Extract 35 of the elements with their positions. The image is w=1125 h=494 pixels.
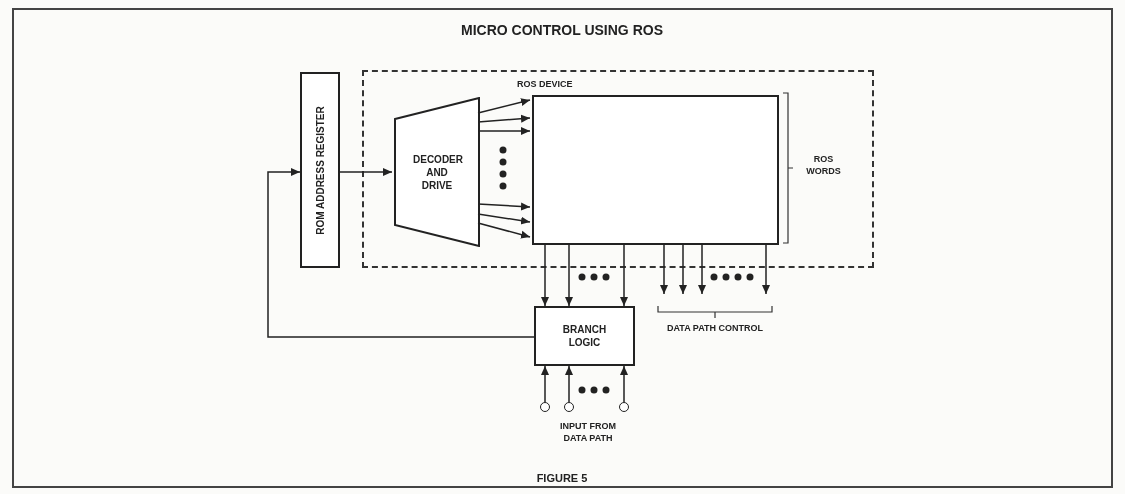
figure-title: MICRO CONTROL USING ROS [460,21,664,40]
arrow [620,242,628,307]
arrow [477,222,531,239]
group-label: ROS DEVICE [517,78,573,91]
trapezoid-block [394,97,480,247]
arrow [339,168,393,176]
input-terminal [619,402,629,412]
arrow [477,98,531,114]
arrow [565,365,573,403]
annotation-label: INPUT FROM DATA PATH [559,420,617,444]
arrow [698,242,706,295]
block-label: DECODER AND DRIVE [413,152,461,192]
block-label: BRANCH LOGIC [561,323,608,349]
arrow [477,213,531,225]
arrow [541,242,549,307]
annotation-label: ROS WORDS [805,153,842,177]
arrow [762,242,770,295]
arrow [541,365,549,403]
annotation-label: DATA PATH CONTROL [666,322,764,334]
arrow [267,168,535,338]
arrow [679,242,687,295]
arrow [565,242,573,307]
arrow [477,127,531,135]
register-label: ROM ADDRESS REGISTER [313,105,327,235]
arrow [620,365,628,403]
input-terminal [564,402,574,412]
arrow [477,202,531,211]
register-box [300,72,340,268]
dashed-group-box [362,70,874,268]
arrow [477,114,531,123]
arrow [660,242,668,295]
figure-caption: FIGURE 5 [535,471,589,486]
input-terminal [540,402,550,412]
process-box [534,306,635,366]
memory-array-box [532,95,779,245]
